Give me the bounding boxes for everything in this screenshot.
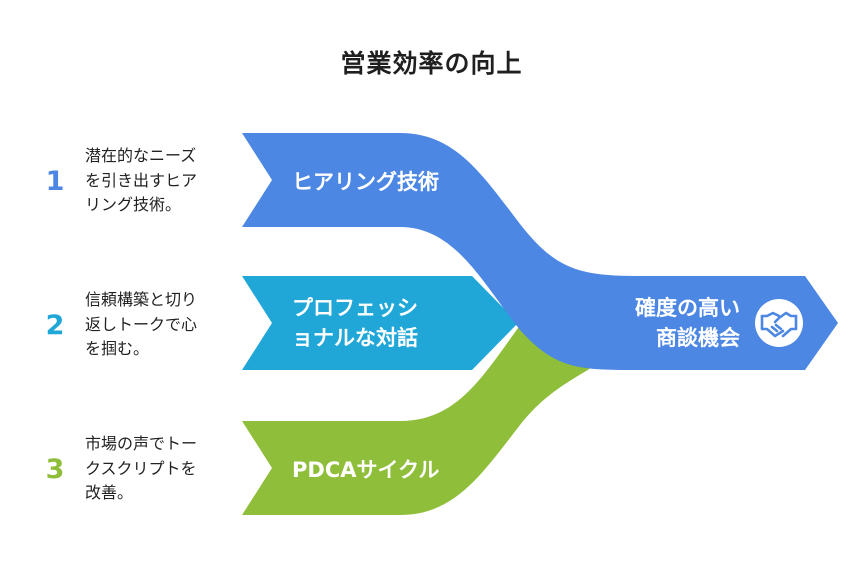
item-1-description-line: を引き出すヒア xyxy=(85,170,198,190)
dialogue-label-line-2: ョナルな対話 xyxy=(292,326,418,350)
hearing-label: ヒアリング技術 xyxy=(292,170,439,194)
item-3-description: 市場の声でトー クスクリプトを 改善。 xyxy=(85,432,235,506)
item-1-description: 潜在的なニーズ を引き出すヒア リング技術。 xyxy=(85,144,235,218)
item-2-description: 信頼構築と切り 返しトークで心 を掴む。 xyxy=(85,288,235,362)
item-2-description-line: を掴む。 xyxy=(85,339,150,358)
pdca-flow-band xyxy=(242,328,640,515)
diagram-title: 営業効率の向上 xyxy=(340,49,523,78)
item-3-description-line: 改善。 xyxy=(85,483,134,502)
item-3-description-line: 市場の声でトー xyxy=(85,434,198,453)
handshake-icon xyxy=(755,299,803,347)
item-2-description-line: 信頼構築と切り xyxy=(85,290,198,309)
outcome-label-line-2: 商談機会 xyxy=(656,326,740,350)
item-3-number: 3 xyxy=(45,454,65,485)
outcome-label-line-1: 確度の高い xyxy=(635,296,740,320)
item-1-description-line: 潜在的なニーズ xyxy=(85,146,197,165)
dialogue-label-line-1: プロフェッシ xyxy=(292,296,418,320)
item-1-description-line: リング技術。 xyxy=(85,195,182,214)
dialogue-flow-band xyxy=(242,276,518,370)
item-1-number: 1 xyxy=(45,166,65,197)
item-2-number: 2 xyxy=(45,310,65,341)
item-2-description-line: 返しトークで心 xyxy=(85,314,198,334)
item-3-description-line: クスクリプトを xyxy=(85,458,197,478)
pdca-label: PDCAサイクル xyxy=(292,458,439,482)
hearing-flow-band xyxy=(242,133,838,370)
